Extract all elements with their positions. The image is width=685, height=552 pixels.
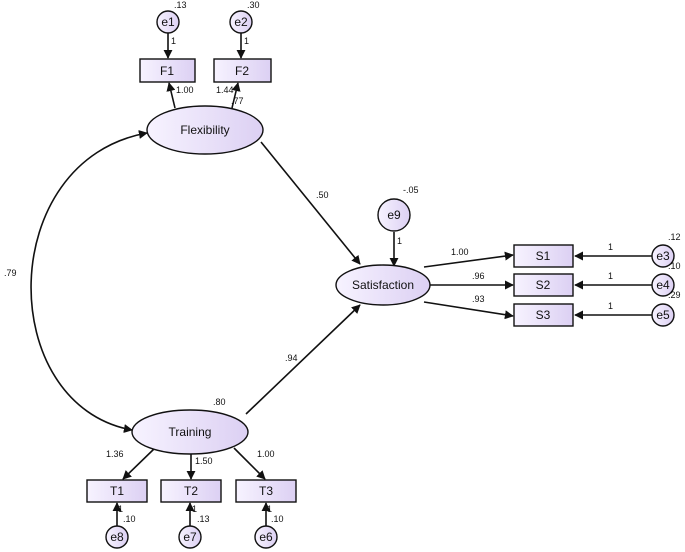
fixed-e3-s1: 1: [608, 242, 613, 252]
loading-flex-f1: 1.00: [176, 85, 194, 95]
variance-training: .80: [213, 397, 226, 407]
loading-train-t3: 1.00: [257, 449, 275, 459]
error-e9-label: e9: [387, 208, 401, 222]
covariance-flexibility-training: [30, 129, 148, 433]
fixed-e4-s2: 1: [608, 271, 613, 281]
error-e4-label: e4: [656, 278, 670, 292]
error-e2: e2: [229, 10, 253, 34]
observed-t3-label: T3: [259, 484, 273, 498]
observed-t2: T2: [160, 479, 222, 503]
observed-f2: F2: [213, 58, 272, 83]
observed-t2-label: T2: [184, 484, 198, 498]
variance-e6: .10: [271, 514, 284, 524]
error-e8-label: e8: [110, 530, 124, 544]
variance-e9: -.05: [403, 185, 419, 195]
variance-flexibility-f2: .77: [231, 96, 244, 106]
error-e2-label: e2: [234, 15, 248, 29]
observed-s2: S2: [513, 273, 574, 297]
observed-s3-label: S3: [536, 308, 551, 322]
error-e7: e7: [178, 525, 202, 549]
error-e5-label: e5: [656, 308, 670, 322]
path-training-satisfaction: [245, 304, 361, 415]
variance-e2: .30: [247, 0, 260, 10]
error-e8: e8: [105, 525, 129, 549]
path-sat-s3: [423, 301, 514, 320]
observed-s3: S3: [513, 303, 574, 327]
error-e3-label: e3: [656, 249, 670, 263]
observed-f1-label: F1: [160, 64, 174, 78]
error-e4: e4: [651, 273, 675, 297]
loading-sat-s1: 1.00: [451, 247, 469, 257]
latent-satisfaction-label: Satisfaction: [352, 278, 414, 292]
path-flex-f2: [231, 82, 241, 109]
error-e6: e6: [254, 525, 278, 549]
path-coef-flex-sat: .50: [316, 190, 329, 200]
latent-satisfaction: Satisfaction: [335, 264, 431, 306]
path-flex-f1: [166, 82, 176, 109]
loading-sat-s3: .93: [472, 294, 485, 304]
fixed-e8-t1: 1: [118, 504, 123, 514]
covariance-coef: .79: [4, 268, 17, 278]
latent-training: Training: [131, 409, 249, 455]
fixed-e6-t3: 1: [267, 504, 272, 514]
fixed-e2-f2: 1: [244, 36, 249, 46]
observed-t3: T3: [235, 479, 297, 503]
fixed-e5-s3: 1: [608, 301, 613, 311]
observed-f1: F1: [139, 58, 196, 83]
variance-e1: .13: [174, 0, 187, 10]
observed-s1: S1: [513, 244, 574, 268]
observed-f2-label: F2: [235, 64, 249, 78]
error-e9: e9: [377, 198, 411, 232]
error-e5: e5: [651, 303, 675, 327]
loading-train-t2: 1.50: [195, 456, 213, 466]
observed-s1-label: S1: [536, 249, 551, 263]
variance-e4: .10: [668, 261, 681, 271]
fixed-e9-sat: 1: [397, 236, 402, 246]
path-train-t3: [233, 447, 266, 480]
latent-flexibility-label: Flexibility: [180, 123, 229, 137]
error-e1: e1: [156, 10, 180, 34]
error-e3: e3: [651, 244, 675, 268]
path-sat-s1: [423, 251, 514, 268]
observed-s2-label: S2: [536, 278, 551, 292]
variance-e7: .13: [197, 514, 210, 524]
path-coef-train-sat: .94: [285, 353, 298, 363]
observed-t1: T1: [86, 479, 148, 503]
error-e6-label: e6: [259, 530, 273, 544]
variance-e8: .10: [123, 514, 136, 524]
observed-t1-label: T1: [110, 484, 124, 498]
loading-flex-f2: 1.44: [216, 85, 234, 95]
error-e1-label: e1: [161, 15, 175, 29]
latent-training-label: Training: [169, 425, 212, 439]
loading-sat-s2: .96: [472, 271, 485, 281]
variance-e5: .29: [668, 290, 681, 300]
error-e7-label: e7: [183, 530, 197, 544]
fixed-e1-f1: 1: [171, 36, 176, 46]
loading-train-t1: 1.36: [106, 449, 124, 459]
path-flex-satisfaction: [260, 141, 361, 265]
latent-flexibility: Flexibility: [146, 105, 264, 155]
variance-e3: .12: [668, 232, 681, 242]
path-train-t1: [122, 447, 156, 480]
fixed-e7-t2: 1: [192, 504, 197, 514]
